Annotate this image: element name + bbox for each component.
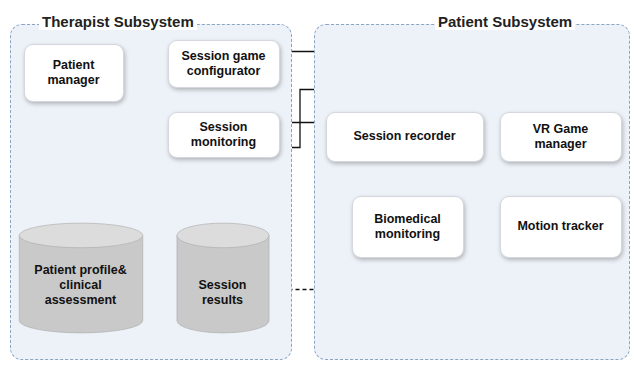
database-cylinder: Session results [176, 222, 270, 334]
process-box: Biomedical monitoring [352, 196, 464, 258]
node-label: Session recorder [353, 129, 455, 144]
process-box: Session recorder [326, 112, 484, 162]
subsystem-panel: Patient SubsystemSession recorderVR Game… [314, 24, 630, 360]
process-box: VR Game manager [500, 112, 622, 162]
panel-title: Patient Subsystem [435, 13, 575, 30]
database-cylinder: Patient profile& clinical assessment [18, 222, 144, 334]
node-label: VR Game manager [507, 122, 615, 152]
node-label: Patient manager [31, 58, 117, 88]
node-label: Biomedical monitoring [359, 212, 457, 242]
node-label: Session results [182, 278, 264, 308]
process-box: Session monitoring [168, 112, 280, 158]
panel-title: Therapist Subsystem [39, 13, 197, 30]
subsystem-panel: Therapist SubsystemPatient managerSessio… [10, 24, 292, 360]
process-box: Motion tracker [500, 196, 622, 258]
node-label: Session game configurator [175, 49, 273, 79]
node-label: Patient profile& clinical assessment [24, 263, 138, 308]
process-box: Session game configurator [168, 40, 280, 88]
process-box: Patient manager [24, 44, 124, 102]
node-label: Motion tracker [517, 219, 603, 234]
node-label: Session monitoring [175, 120, 273, 150]
